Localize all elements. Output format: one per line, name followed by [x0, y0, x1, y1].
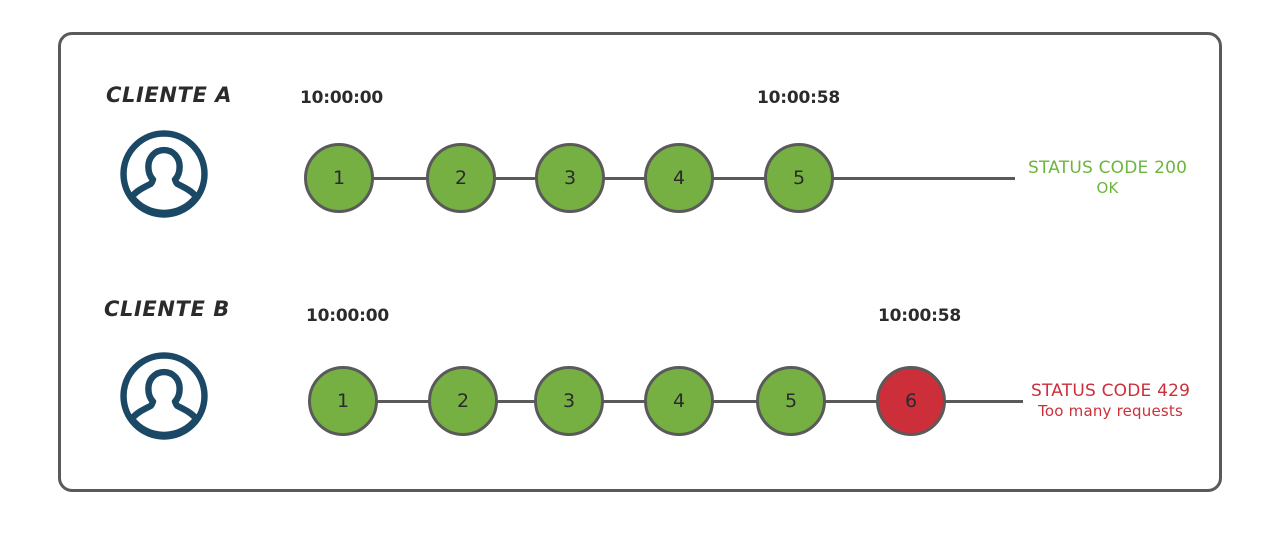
request-node-number: 3 — [562, 389, 576, 412]
client-a-end-time: 10:00:58 — [757, 88, 840, 108]
client-a-status: STATUS CODE 200 OK — [1028, 158, 1187, 197]
request-node[interactable]: 2 — [426, 143, 496, 213]
request-node[interactable]: 3 — [535, 143, 605, 213]
status-code-text: STATUS CODE 200 — [1028, 158, 1188, 178]
request-node-number: 3 — [563, 166, 577, 189]
request-node-rate-limited[interactable]: 6 — [876, 366, 946, 436]
request-node-number: 2 — [454, 166, 468, 189]
request-node[interactable]: 2 — [428, 366, 498, 436]
request-node-number: 5 — [784, 389, 798, 412]
user-avatar-icon — [118, 128, 210, 220]
request-node[interactable]: 1 — [304, 143, 374, 213]
status-detail-text: OK — [1096, 178, 1119, 197]
request-node[interactable]: 5 — [764, 143, 834, 213]
request-node[interactable]: 1 — [308, 366, 378, 436]
client-b-label: CLIENTE B — [104, 297, 230, 321]
status-detail-text: Too many requests — [1038, 401, 1184, 420]
status-code-text: STATUS CODE 429 — [1031, 381, 1191, 401]
request-node-number: 2 — [456, 389, 470, 412]
client-b-start-time: 10:00:00 — [306, 306, 389, 326]
user-avatar-icon — [118, 350, 210, 442]
request-node[interactable]: 5 — [756, 366, 826, 436]
request-node-number: 6 — [904, 389, 918, 412]
request-node-number: 4 — [672, 389, 686, 412]
client-a-start-time: 10:00:00 — [300, 88, 383, 108]
diagram-frame — [58, 32, 1222, 492]
request-node-number: 1 — [336, 389, 350, 412]
request-node-number: 1 — [332, 166, 346, 189]
request-node[interactable]: 4 — [644, 143, 714, 213]
client-b-end-time: 10:00:58 — [878, 306, 961, 326]
client-a-label: CLIENTE A — [106, 83, 233, 107]
request-node[interactable]: 4 — [644, 366, 714, 436]
request-node[interactable]: 3 — [534, 366, 604, 436]
request-node-number: 4 — [672, 166, 686, 189]
client-b-status: STATUS CODE 429 Too many requests — [1031, 381, 1190, 420]
request-node-number: 5 — [792, 166, 806, 189]
